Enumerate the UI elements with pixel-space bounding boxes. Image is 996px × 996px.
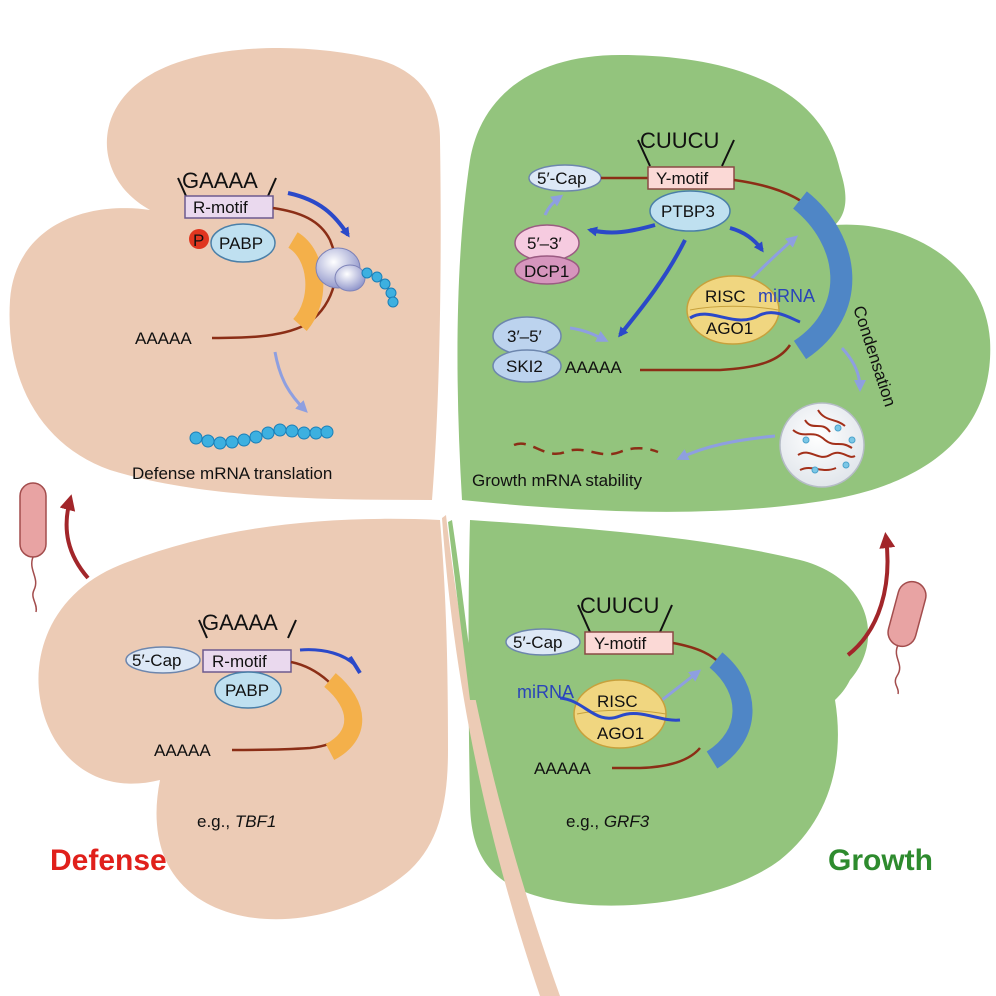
mrna-strand [211, 206, 338, 340]
translation-arrow [287, 191, 350, 238]
peptide-chain [189, 423, 334, 450]
growth-bottom-risc: RISC [597, 692, 638, 711]
bacterium-left [19, 482, 47, 613]
inhibit-bar [348, 655, 362, 675]
condensate-droplet [779, 402, 865, 488]
bacterium-right [887, 580, 927, 695]
growth-bottom-motif-box: Y-motif [594, 634, 647, 653]
ribosome [315, 247, 366, 292]
ski2-oval [492, 349, 562, 383]
y-motif-box [647, 166, 735, 190]
risc-ago1-complex [686, 275, 780, 345]
risc-divider [689, 305, 779, 311]
growth-top-motif-box: Y-motif [656, 169, 709, 188]
defense-bottom-polyA: AAAAA [154, 741, 211, 760]
growth-top-ptbp3: PTBP3 [661, 202, 715, 221]
growth-bottom-cap: 5′-Cap [513, 633, 563, 652]
right-red-arrow [846, 532, 896, 657]
growth-top-panel: CUUCU 5′-Cap Y-motif PTBP3 5′–3′ DCP1 RI… [472, 128, 900, 490]
defense-top-caption: Defense mRNA translation [132, 464, 332, 483]
growth-top-cap: 5′-Cap [537, 169, 587, 188]
stability-arrow [676, 434, 776, 460]
growth-top-decay53: 5′–3′ [527, 234, 562, 253]
defense-bottom-panel: GAAAA 5′-Cap R-motif PABP AAAAA e.g., TB… [125, 610, 363, 831]
growth-top-dcp1: DCP1 [524, 262, 569, 281]
growth-bottom-ago1: AGO1 [597, 724, 644, 743]
growth-bottom-mirna: miRNA [517, 682, 574, 702]
dashed-mrna [513, 442, 659, 456]
condensation-bar [706, 652, 753, 769]
ski2-to-polya-arrow [569, 326, 609, 342]
risc-divider [576, 709, 667, 715]
defense-top-panel: GAAAA R-motif PABP P AAAAA Defense mRNA … [132, 168, 399, 483]
motif-bracket [637, 139, 735, 167]
mrna-3-strand [612, 747, 701, 770]
stem-green [448, 520, 476, 700]
growth-bottom-polyA: AAAAA [534, 759, 591, 778]
defense-top-motif-seq: GAAAA [182, 168, 258, 193]
decay53-to-cap-arrow [543, 194, 564, 216]
pabp-protein [214, 671, 282, 709]
defense-title: Defense [50, 844, 167, 877]
mirna-strand [559, 696, 681, 722]
growth-bottom-panel: CUUCU 5′-Cap Y-motif miRNA RISC AGO1 AAA… [505, 593, 753, 831]
growth-top-risc: RISC [705, 287, 746, 306]
growth-top-mirna: miRNA [758, 286, 815, 306]
defense-bottom-leaf [38, 518, 448, 920]
growth-top-motif-seq: CUUCU [640, 128, 719, 153]
pabp-protein [210, 223, 276, 263]
growth-top-ski2: SKI2 [506, 357, 543, 376]
defense-bottom-motif-box: R-motif [212, 652, 267, 671]
growth-bottom-motif-seq: CUUCU [580, 593, 659, 618]
defense-top-motif-box: R-motif [193, 198, 248, 217]
defense-top-pabp: PABP [219, 234, 263, 253]
cap-5-oval [505, 628, 581, 656]
growth-top-ago1: AGO1 [706, 319, 753, 338]
nascent-peptide [361, 267, 399, 308]
phospho-circle [189, 229, 209, 249]
defense-bottom-pabp: PABP [225, 681, 269, 700]
defense-bottom-motif-seq: GAAAA [202, 610, 278, 635]
down-arrow [273, 351, 308, 413]
defense-top-phospho: P [193, 231, 204, 250]
growth-top-polyA: AAAAA [565, 358, 622, 377]
mirna-strand [689, 311, 801, 324]
dcp1-oval [514, 255, 580, 285]
motif-bracket [177, 177, 277, 197]
growth-bottom-leaf [468, 520, 869, 906]
to-risc-arrow [729, 226, 764, 253]
closed-loop-bar [323, 673, 363, 760]
mrna-3-strand [640, 344, 792, 372]
defense-bottom-cap: 5′-Cap [132, 651, 182, 670]
growth-title: Growth [828, 844, 933, 877]
growth-top-caption: Growth mRNA stability [472, 471, 643, 490]
ptbp3-protein [649, 190, 731, 232]
motif-bracket [577, 604, 673, 633]
growth-top-decay35: 3′–5′ [507, 327, 542, 346]
left-red-arrow [59, 494, 90, 580]
to-decay53-arrow [587, 223, 656, 237]
defense-bottom-example: e.g., TBF1 [197, 812, 276, 831]
closed-loop-bar [287, 232, 324, 331]
r-motif-box [184, 195, 274, 219]
to-decay35-arrow [618, 239, 687, 338]
condensation-arrow [840, 346, 866, 392]
growth-bottom-example: e.g., GRF3 [566, 812, 650, 831]
cap-5-oval [125, 646, 201, 674]
condensation-bar [792, 191, 853, 360]
defense-top-leaf [9, 48, 441, 500]
motif-bracket [198, 619, 297, 639]
defense-top-polyA: AAAAA [135, 329, 192, 348]
risc-to-bar-arrow [661, 669, 702, 702]
